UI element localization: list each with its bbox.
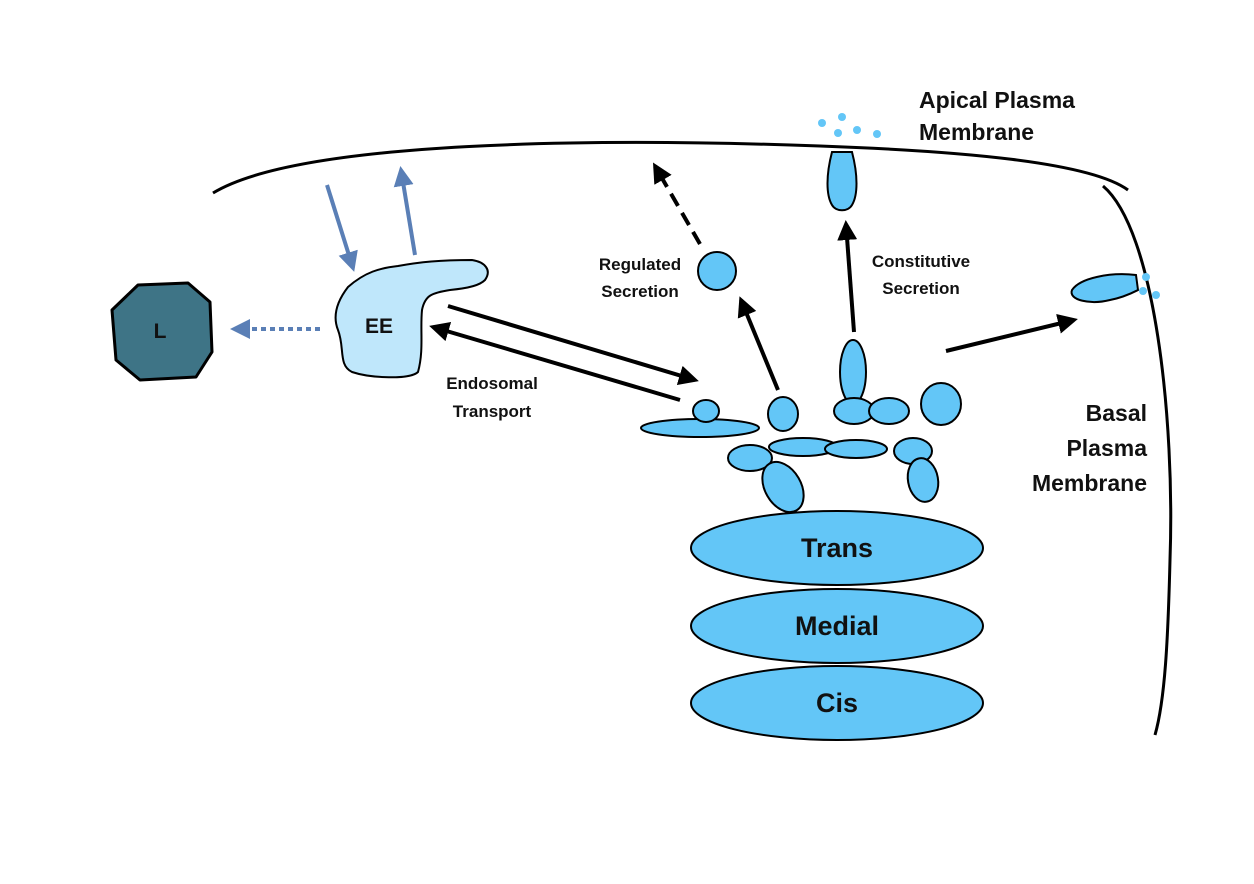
basal-label-line3: Membrane [1032, 470, 1147, 496]
basal-label-line1: Basal [1086, 400, 1147, 426]
apical-secretion-dots [818, 113, 881, 138]
tgn-tubule-right [824, 439, 888, 459]
tgn-vesicle-left-upper [727, 444, 773, 472]
trans-golgi-network [640, 339, 962, 514]
basal-label-line2: Plasma [1066, 435, 1147, 461]
tgn-vesicle-round [920, 382, 962, 426]
tgn-vesicle [767, 396, 799, 432]
golgi-trans-label: Trans [801, 533, 873, 563]
early-endosome [334, 258, 489, 379]
basal-transport-arrow [945, 314, 1078, 353]
regulated-label-line2: Secretion [601, 282, 678, 301]
apical-fusing-vesicle [826, 151, 858, 212]
golgi-to-endosome-arrow [429, 321, 681, 402]
tgn-vesicle-tall [839, 339, 867, 405]
constitutive-label-line2: Secretion [882, 279, 959, 298]
apical-plasma-membrane [212, 141, 1129, 195]
endosomal-label-line1: Endosomal [446, 374, 538, 393]
basal-secretion-dots [1139, 273, 1160, 299]
apical-label-line1: Apical Plasma [919, 87, 1075, 113]
golgi-cis-label: Cis [816, 688, 858, 718]
endosome-to-golgi-arrow [447, 304, 699, 385]
early-endosome-label: EE [365, 315, 393, 338]
tgn-vesicle-right-lower [906, 457, 940, 503]
golgi-medial-label: Medial [795, 611, 879, 641]
recycling-arrow [393, 166, 417, 256]
golgi-medial-cisterna [690, 588, 984, 664]
apical-label-line2: Membrane [919, 119, 1034, 145]
golgi-cis-cisterna [690, 665, 984, 741]
endosomal-label-line2: Transport [453, 402, 532, 421]
lysosome-label: L [154, 320, 167, 343]
tgn-vesicle-left-lower [761, 460, 805, 514]
basal-fusing-vesicle [1070, 273, 1140, 303]
regulated-label-line1: Regulated [599, 255, 681, 274]
regulated-secretory-granule [697, 251, 737, 291]
budding-vesicle-small [692, 399, 720, 423]
lysosome [110, 281, 214, 382]
regulated-secretion-arrow [737, 296, 780, 391]
regulated-secretion-dashed-arrow [653, 162, 702, 245]
endocytosis-arrow [325, 184, 358, 272]
tgn-vesicle-pair-right [868, 397, 910, 425]
constitutive-secretion-arrow [837, 220, 858, 333]
constitutive-label-line1: Constitutive [872, 252, 970, 271]
golgi-trans-cisterna [690, 510, 984, 586]
basal-plasma-membrane [1102, 184, 1173, 736]
